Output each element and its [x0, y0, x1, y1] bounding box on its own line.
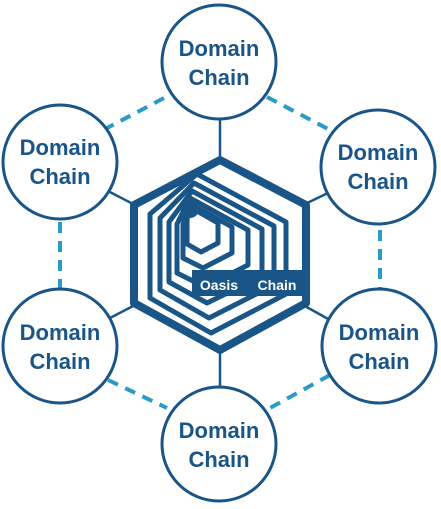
domain-chain-label-line1: Domain: [179, 418, 260, 443]
dashed-link-top-to-upper-right: [266, 95, 331, 132]
domain-chain-label-line1: Domain: [20, 320, 101, 345]
domain-chain-circle: [160, 385, 278, 503]
domain-chain-node-bottom: Domain Chain: [160, 385, 278, 503]
domain-chain-label-line2: Chain: [29, 349, 90, 374]
core-label-chain: Chain: [258, 277, 297, 293]
domain-chain-circle: [160, 3, 278, 121]
core-ring-5: [180, 200, 235, 271]
domain-chain-label-line2: Chain: [188, 65, 249, 90]
core-label-oasis: Oasis: [200, 277, 238, 293]
core-concentric-rings: [147, 171, 289, 336]
domain-chain-node-lower-right: Domain Chain: [320, 287, 438, 405]
dashed-links: [58, 95, 382, 410]
domain-chain-node-upper-left: Domain Chain: [1, 103, 119, 221]
spoke-lower-left: [109, 303, 136, 320]
dashed-link-top-to-upper-left: [106, 96, 165, 130]
spoke-upper-left: [105, 188, 136, 207]
domain-chain-node-upper-right: Domain Chain: [319, 108, 437, 226]
domain-chain-circle: [319, 108, 437, 226]
domain-chain-node-lower-left: Domain Chain: [1, 287, 119, 405]
domain-chain-node-top: Domain Chain: [160, 3, 278, 121]
domain-chain-label-line1: Domain: [339, 320, 420, 345]
domain-chain-label-line1: Domain: [338, 140, 419, 165]
domain-chain-circle: [1, 287, 119, 405]
dashed-link-lower-right-to-bottom: [269, 373, 331, 410]
domain-chain-label-line2: Chain: [348, 349, 409, 374]
spoke-lower-right: [302, 303, 331, 322]
core-ring-3: [166, 188, 265, 306]
core-ring-1: [147, 171, 289, 336]
core-ring-2: [157, 180, 277, 321]
dashed-link-lower-left-to-bottom: [107, 378, 168, 410]
domain-chain-label-line1: Domain: [179, 36, 260, 61]
domain-chain-label-line2: Chain: [347, 169, 408, 194]
oasis-chain-core: Oasis Chain: [130, 156, 310, 354]
core-label-box: [192, 270, 304, 296]
domain-chain-circle: [320, 287, 438, 405]
domain-chain-label-line2: Chain: [188, 447, 249, 472]
domain-chain-label-line2: Chain: [29, 164, 90, 189]
core-ring-6: [184, 203, 221, 255]
core-center-dot: [181, 200, 199, 218]
domain-chain-circle: [1, 103, 119, 221]
domain-chain-label-line1: Domain: [20, 135, 101, 160]
